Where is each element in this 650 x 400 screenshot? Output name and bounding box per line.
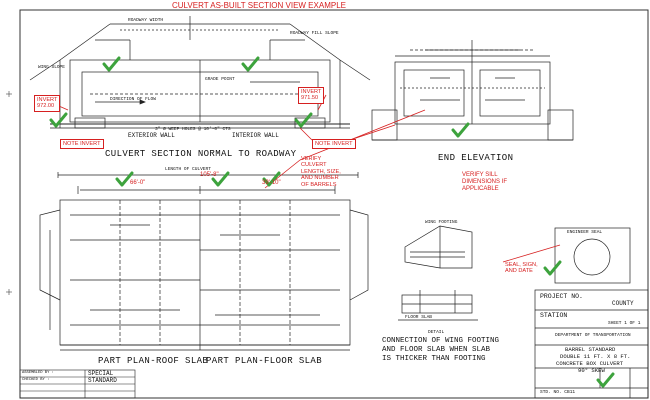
department-label: DEPARTMENT OF TRANSPORTATION	[555, 333, 631, 338]
plan-drawing	[39, 172, 369, 351]
detail-label: DETAIL	[428, 330, 445, 335]
dim-right: 39'-10"	[262, 180, 281, 186]
invert-left-note: INVERT 972.00	[34, 95, 61, 112]
plan-floor-title: PART PLAN-FLOOR SLAB	[206, 356, 323, 366]
length-label: LENGTH OF CULVERT	[165, 167, 211, 172]
dim-left: 66'-0"	[130, 180, 146, 186]
check-mark-icon	[102, 56, 121, 72]
project-no-label: PROJECT NO.	[540, 293, 583, 300]
title-block-lines	[534, 289, 649, 399]
county-label: COUNTY	[612, 300, 634, 307]
check-mark-icon	[49, 112, 68, 128]
wing-detail-drawing	[398, 225, 478, 321]
interior-wall-label: INTERIOR WALL	[232, 132, 279, 139]
end-elevation-title: END ELEVATION	[438, 153, 514, 163]
direction-of-flow-label: DIRECTION OF FLOW	[110, 97, 156, 102]
dim-mid: 105'-8"	[200, 172, 219, 178]
title-line-1: BARREL STANDARD	[565, 346, 616, 353]
note-invert-right: NOTE INVERT	[312, 139, 356, 150]
revision-label-2: CHECKED BY :	[22, 378, 50, 382]
title-line-3: CONCRETE BOX CULVERT	[556, 360, 624, 367]
wing-footing-label: WING FOOTING	[425, 220, 458, 225]
section-normal-title: CULVERT SECTION NORMAL TO ROADWAY	[105, 149, 297, 159]
seal-box-label: ENGINEER SEAL	[567, 230, 603, 235]
title-line-4: 90° SKEW	[578, 367, 605, 374]
exterior-wall-label: EXTERIOR WALL	[128, 132, 175, 139]
weep-holes-label: 3" Ø WEEP HOLES @ 10'-0" CTS	[155, 127, 231, 132]
grade-point-label: GRADE POINT	[205, 77, 235, 82]
wing-detail-caption-2: AND FLOOR SLAB WHEN SLAB	[382, 346, 491, 354]
check-mark-icon	[115, 171, 134, 187]
end-elevation-drawing	[371, 40, 574, 141]
check-mark-icon	[262, 171, 281, 187]
revision-label-1: ASSEMBLED BY :	[22, 371, 54, 375]
check-marks	[49, 56, 615, 388]
revision-value-2: STANDARD	[88, 377, 117, 384]
check-mark-icon	[596, 372, 615, 388]
seal-box	[554, 227, 631, 284]
title-line-2: DOUBLE 11 FT. X 8 FT.	[560, 353, 631, 360]
check-mark-icon	[241, 56, 260, 72]
check-mark-icon	[294, 112, 313, 128]
station-label: STATION	[540, 312, 568, 319]
sheet-label: SHEET 1 OF 1	[608, 321, 641, 326]
seal-sign-date-note: SEAL, SIGN, AND DATE	[505, 262, 538, 275]
check-mark-icon	[451, 122, 470, 138]
standard-number: STD. NO. CB11	[540, 390, 576, 395]
check-mark-icon	[211, 171, 230, 187]
invert-right-note: INVERT 971.50	[298, 87, 325, 104]
roadway-width-label: ROADWAY WIDTH	[128, 18, 164, 23]
plan-roof-title: PART PLAN-ROOF SLAB	[98, 356, 209, 366]
verify-culvert-note: VERIFY CULVERT LENGTH, SIZE, AND NUMBER …	[301, 156, 341, 188]
verify-sill-note: VERIFY SILL DIMENSIONS IF APPLICABLE	[462, 172, 508, 192]
wing-detail-caption-3: IS THICKER THAN FOOTING	[382, 355, 486, 363]
page-title: CULVERT AS-BUILT SECTION VIEW EXAMPLE	[172, 1, 346, 10]
note-invert-left: NOTE INVERT	[60, 139, 104, 150]
wing-slope-label: WING SLOPE	[38, 65, 66, 70]
wing-detail-caption-1: CONNECTION OF WING FOOTING	[382, 337, 500, 345]
check-mark-icon	[543, 260, 562, 276]
revision-block-lines	[19, 369, 136, 399]
floor-slab-label: FLOOR SLAB	[405, 315, 433, 320]
roadway-fill-slope-label: ROADWAY FILL SLOPE	[290, 31, 339, 36]
revision-value-1: SPECIAL	[88, 370, 114, 377]
